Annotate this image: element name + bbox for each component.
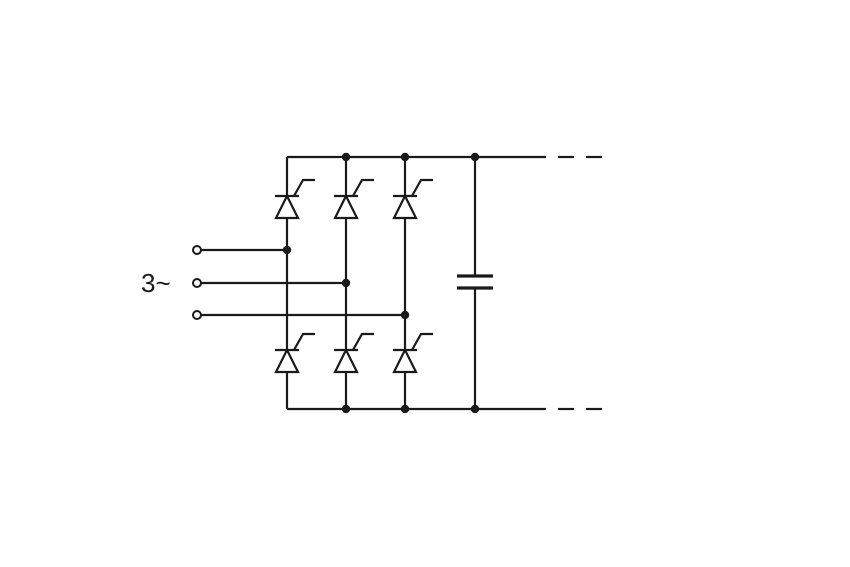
junction-dot [400,152,410,162]
thyristor-upper-phase-2 [333,178,374,220]
junction-dot [341,152,351,162]
thyristor-lower-phase-1 [274,332,315,374]
junction-dot [400,310,410,320]
junction-dot [400,404,410,414]
terminal-phase-1 [192,245,202,255]
thyristor-upper-phase-3 [392,178,433,220]
junction-dot [470,404,480,414]
terminal-phase-2 [192,278,202,288]
thyristor-lower-phase-2 [333,332,374,374]
thyristor-upper-phase-1 [274,178,315,220]
junction-dot [341,278,351,288]
junction-dot [282,245,292,255]
thyristor-lower-phase-3 [392,332,433,374]
three-phase-input-label: 3~ [141,268,171,298]
terminal-phase-3 [192,310,202,320]
junction-dot [341,404,351,414]
junction-dot [470,152,480,162]
